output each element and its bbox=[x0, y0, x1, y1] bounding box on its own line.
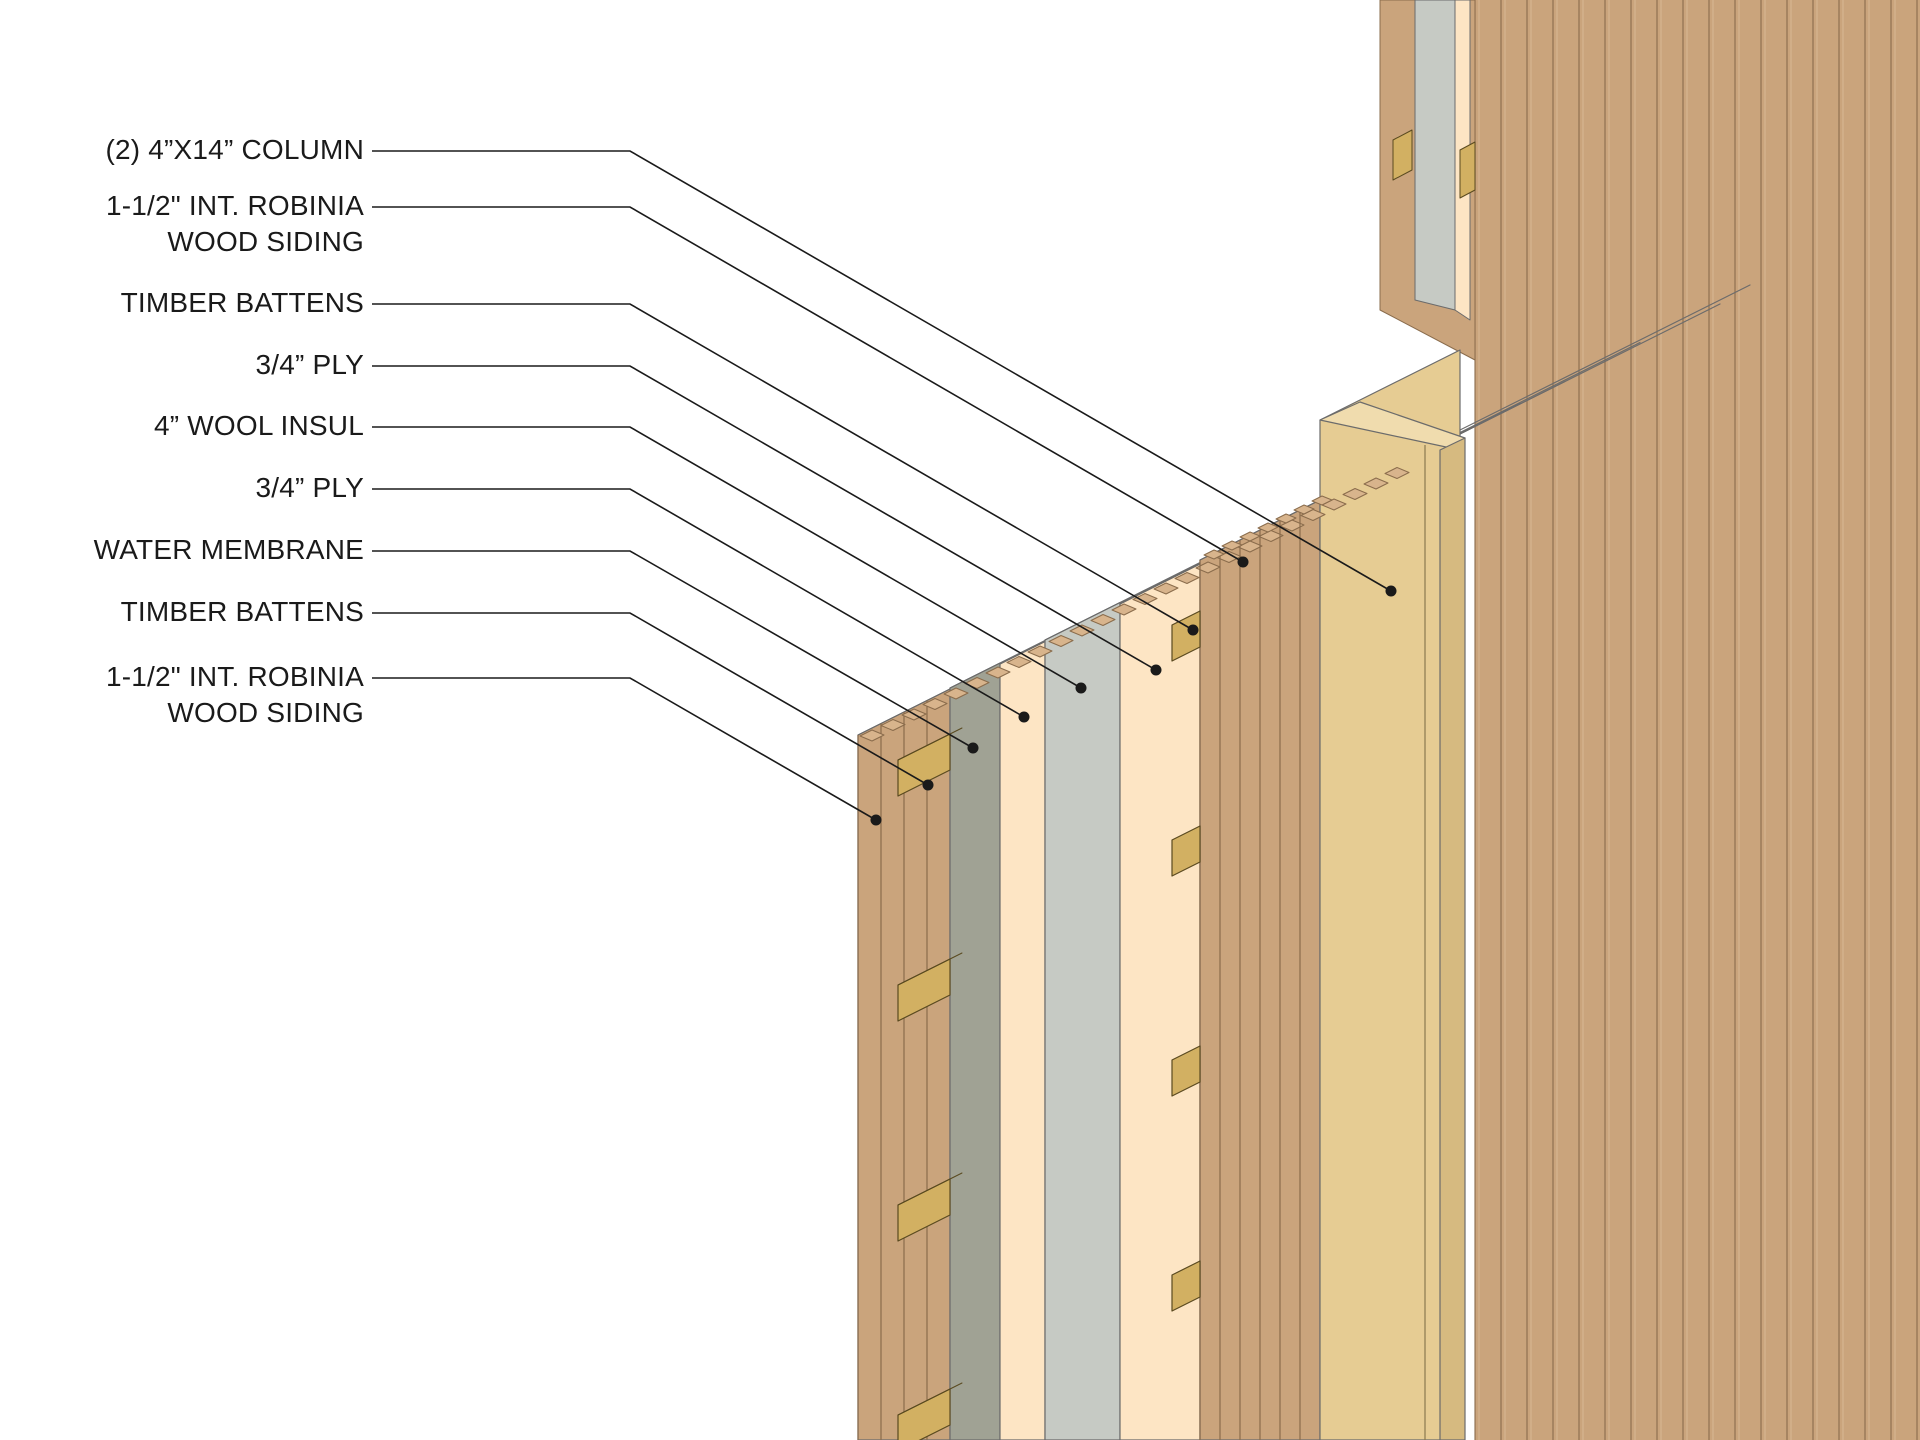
label-wool-insulation: 4” WOOL INSUL bbox=[153, 410, 364, 441]
exterior-battens bbox=[897, 727, 963, 1440]
exterior-board-top bbox=[1216, 551, 1242, 563]
leader-line-4 bbox=[372, 426, 1082, 689]
label-inner-ply: 3/4” PLY bbox=[255, 349, 364, 380]
exterior-siding-boards bbox=[857, 467, 1410, 1440]
leader-line-5 bbox=[372, 488, 1025, 718]
interior-batten bbox=[1171, 610, 1201, 662]
exterior-board-top bbox=[1384, 467, 1410, 479]
leader-line-6 bbox=[372, 550, 974, 749]
exterior-board-top bbox=[1153, 582, 1179, 595]
interior-siding-back bbox=[1475, 0, 1920, 1440]
exterior-board-top bbox=[922, 698, 948, 710]
wall-assembly-drawing bbox=[857, 0, 1920, 1440]
leader-dot-2 bbox=[1187, 624, 1199, 636]
interior-board-top bbox=[1275, 513, 1297, 524]
leader-lines bbox=[372, 150, 1397, 826]
upper-wall-strip bbox=[1379, 0, 1476, 361]
exterior-board-top bbox=[1111, 603, 1137, 616]
label-exterior-battens: TIMBER BATTENS bbox=[120, 596, 364, 627]
exterior-board-top bbox=[1069, 624, 1095, 637]
exterior-board-top bbox=[1132, 593, 1158, 605]
leader-dot-7 bbox=[922, 779, 934, 791]
leader-line-7 bbox=[372, 612, 929, 786]
interior-siding-boards bbox=[1199, 495, 1333, 1440]
exterior-board-top bbox=[1027, 645, 1053, 658]
exterior-board-top bbox=[1342, 488, 1368, 500]
exterior-board-top bbox=[1174, 572, 1200, 584]
exterior-board-top bbox=[985, 666, 1011, 679]
outer-ply-layer bbox=[999, 640, 1046, 1440]
label-interior-battens: TIMBER BATTENS bbox=[120, 287, 364, 318]
leader-line-1 bbox=[372, 206, 1244, 563]
exterior-board-top bbox=[943, 687, 969, 700]
interior-batten bbox=[1171, 1045, 1201, 1097]
exterior-board-top bbox=[1090, 614, 1116, 626]
interior-board-top bbox=[1239, 531, 1261, 542]
exterior-board-top bbox=[1006, 656, 1032, 668]
leader-line-8 bbox=[372, 677, 877, 821]
leader-line-2 bbox=[372, 303, 1194, 631]
exterior-board-top bbox=[1237, 540, 1263, 553]
column-front bbox=[1319, 349, 1461, 1440]
label-outer-ply: 3/4” PLY bbox=[255, 472, 364, 503]
interior-batten bbox=[1171, 1260, 1201, 1312]
exterior-batten-top bbox=[897, 1382, 963, 1416]
interior-battens bbox=[1171, 610, 1201, 1312]
upper-insulation bbox=[1414, 0, 1456, 311]
exterior-batten-top bbox=[897, 1172, 963, 1206]
upper-batten-a bbox=[1392, 129, 1413, 181]
exterior-batten-top bbox=[897, 727, 963, 761]
inner-ply-layer bbox=[1119, 563, 1201, 1440]
interior-siding-field bbox=[1474, 0, 1920, 1440]
leader-dot-4 bbox=[1075, 682, 1087, 694]
leader-line-0 bbox=[372, 150, 1392, 592]
leader-dot-8 bbox=[870, 814, 882, 826]
interior-batten bbox=[1171, 825, 1201, 877]
leader-dot-1 bbox=[1237, 556, 1249, 568]
inner-ply-layer-top bbox=[1119, 303, 1721, 605]
exterior-board-top bbox=[880, 719, 906, 731]
leader-dot-6 bbox=[967, 742, 979, 754]
interior-board-top bbox=[1311, 495, 1333, 506]
column-side bbox=[1439, 437, 1466, 1440]
interior-board-top bbox=[1203, 549, 1225, 560]
leader-dot-5 bbox=[1018, 711, 1030, 723]
upper-batten-b bbox=[1459, 141, 1476, 199]
exterior-board-top bbox=[1258, 530, 1284, 542]
exterior-board-top bbox=[1363, 477, 1389, 490]
exterior-board-top bbox=[1048, 635, 1074, 647]
leader-line-3 bbox=[372, 365, 1157, 671]
leader-dot-0 bbox=[1385, 585, 1397, 597]
interior-board-top bbox=[1293, 504, 1315, 515]
column bbox=[1319, 401, 1466, 1440]
leader-dot-3 bbox=[1150, 664, 1162, 676]
label-water-membrane: WATER MEMBRANE bbox=[93, 534, 364, 565]
interior-board-top bbox=[1221, 540, 1243, 551]
exterior-batten-top bbox=[897, 952, 963, 986]
interior-board-top bbox=[1257, 522, 1279, 533]
wool-insulation-layer bbox=[1044, 601, 1121, 1440]
water-membrane-layer bbox=[949, 662, 1001, 1440]
label-column: (2) 4”X14” COLUMN bbox=[105, 134, 364, 165]
exterior-board-top bbox=[859, 729, 885, 742]
